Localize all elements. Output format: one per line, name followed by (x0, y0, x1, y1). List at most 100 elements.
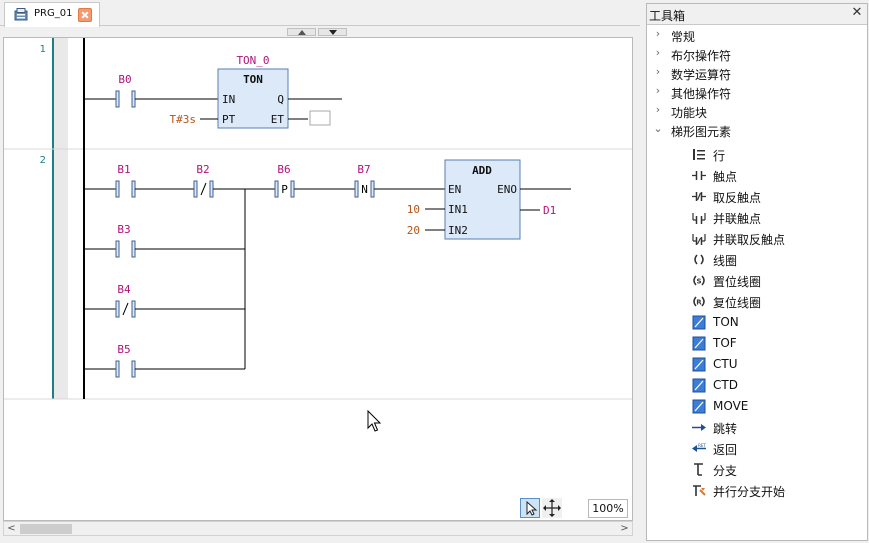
chevron-right-icon[interactable]: › (655, 103, 661, 116)
output-variable-d1: D1 (543, 204, 556, 217)
contact-label-b3: B3 (117, 223, 130, 236)
toolbox-category[interactable]: › 其他操作符 (647, 83, 867, 102)
block-icon (692, 336, 706, 351)
in2-value: 20 (407, 224, 420, 237)
toolbox-category[interactable]: ›布尔操作符 (647, 45, 867, 64)
toolbox-item[interactable]: 并联取反触点 (647, 228, 867, 249)
toolbox-item[interactable]: 触点 (647, 165, 867, 186)
toolbox-item[interactable]: 线圈 (647, 249, 867, 270)
mouse-cursor-icon (367, 410, 382, 432)
toolbox-item[interactable]: 行 (647, 144, 867, 165)
chevron-right-icon[interactable]: › (655, 46, 661, 59)
block-input-en: EN (448, 183, 461, 196)
toolbox-title: 工具箱 (649, 9, 686, 23)
canvas-background (4, 38, 632, 520)
contact-b4[interactable] (115, 300, 136, 318)
rung-icon (693, 149, 705, 160)
program-icon (14, 8, 28, 21)
reset-coil-icon: R (693, 296, 705, 307)
block-output-q: Q (277, 93, 284, 106)
toolbox-item-label: 线圈 (713, 254, 738, 268)
chevron-down-icon[interactable]: ⌄ (653, 122, 663, 135)
scroll-thumb[interactable] (20, 524, 72, 534)
toolbox-category-label: 其他操作符 (671, 87, 732, 101)
contact-label-b4: B4 (117, 283, 131, 296)
pointer-icon (526, 500, 538, 516)
contact-icon (692, 171, 706, 180)
toolbox-item-label: CTU (713, 357, 738, 371)
toolbox-item-label: MOVE (713, 399, 749, 413)
network-number: 1 (40, 44, 46, 55)
toolbox-item-label: 返回 (713, 443, 738, 457)
contact-label-b5: B5 (117, 343, 130, 356)
contact-label-b6: B6 (277, 163, 290, 176)
toolbox-close-icon[interactable]: ✕ (851, 5, 863, 20)
zoom-level[interactable]: 100% (588, 499, 628, 518)
toolbox-item-label: 并联取反触点 (713, 233, 786, 247)
block-input-pt: PT (222, 113, 236, 126)
parallel-contact-icon (692, 213, 706, 224)
tab-prg01[interactable]: PRG_01 (4, 2, 100, 27)
pointer-tool-button[interactable] (520, 498, 540, 518)
toolbox-item[interactable]: CTU (647, 354, 867, 375)
function-block-ton[interactable] (217, 68, 289, 129)
scroll-left-icon[interactable]: < (7, 523, 16, 534)
horizontal-scrollbar[interactable]: < > (3, 521, 633, 536)
svg-text:RET: RET (698, 443, 706, 448)
toolbox-item[interactable]: TON (647, 312, 867, 333)
scroll-right-icon[interactable]: > (620, 523, 629, 534)
toolbox-item[interactable]: 取反触点 (647, 186, 867, 207)
contact-b6[interactable]: P (274, 180, 295, 198)
chevron-right-icon[interactable]: › (655, 27, 661, 40)
block-icon (692, 378, 706, 393)
editor-tab-bar: PRG_01 (0, 0, 640, 27)
svg-text:N: N (361, 183, 368, 196)
contact-b7[interactable]: N (354, 180, 375, 198)
block-type-label: ADD (472, 164, 492, 177)
toolbox-category[interactable]: › 功能块 (647, 102, 867, 121)
coil-icon (694, 254, 704, 265)
block-icon (692, 357, 706, 372)
pan-tool-button[interactable] (542, 498, 562, 518)
toolbox-item[interactable]: RET 返回 (647, 438, 867, 459)
toolbox-item-label: 行 (713, 149, 726, 163)
chevron-right-icon[interactable]: › (655, 84, 661, 97)
toolbox-item-label: 取反触点 (713, 191, 762, 205)
block-output-eno: ENO (497, 183, 517, 196)
split-down-button[interactable] (318, 28, 347, 36)
toolbox-category-label: 功能块 (671, 106, 708, 120)
svg-text:S: S (696, 278, 701, 286)
toolbox-item[interactable]: TOF (647, 333, 867, 354)
toolbox-item[interactable]: CTD (647, 375, 867, 396)
contact-label-b1: B1 (117, 163, 130, 176)
toolbox-category[interactable]: › 常规 (647, 26, 867, 45)
toolbox-item-label: 分支 (713, 464, 738, 478)
branch-icon (694, 463, 703, 476)
toolbox-category-label: 梯形图元素 (671, 125, 732, 139)
chevron-right-icon[interactable]: › (655, 65, 661, 78)
split-up-button[interactable] (287, 28, 316, 36)
toolbox-item[interactable]: MOVE (647, 396, 867, 417)
tab-close-icon[interactable] (78, 8, 92, 22)
toolbox-category-label: 常规 (671, 30, 696, 44)
toolbox-item[interactable]: 并联触点 (647, 207, 867, 228)
svg-text:R: R (696, 299, 702, 307)
toolbox-item[interactable]: 分支 (647, 459, 867, 480)
toolbox-category[interactable]: ⌄ 梯形图元素 (647, 121, 867, 140)
toolbox-item-label: 并联触点 (713, 212, 762, 226)
toolbox-category[interactable]: ›数学运算符 (647, 64, 867, 83)
et-output-box[interactable] (309, 110, 331, 126)
block-input-in2: IN2 (448, 224, 468, 237)
tab-label: PRG_01 (34, 8, 73, 19)
function-block-add[interactable] (444, 159, 521, 240)
toolbox-item[interactable]: 跳转 (647, 417, 867, 438)
block-input-in: IN (222, 93, 235, 106)
negated-contact-icon (692, 192, 706, 201)
contact-label-b2: B2 (196, 163, 209, 176)
toolbox-item-label: TOF (713, 336, 737, 350)
toolbox-item[interactable]: 并行分支开始 (647, 480, 867, 501)
network-gutter (54, 38, 68, 399)
